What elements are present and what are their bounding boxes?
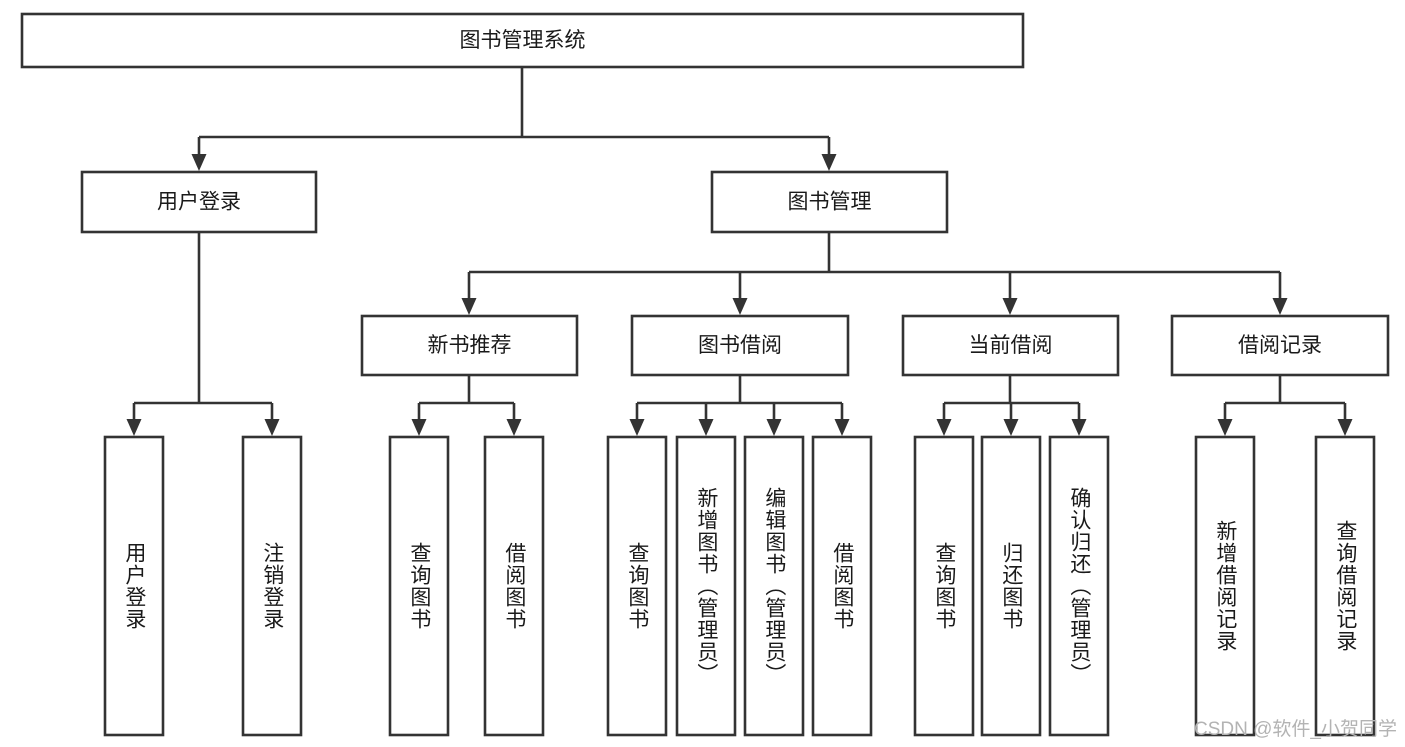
- node-root[interactable]: [20, 12, 1025, 69]
- edge-bookmanage-to-level3: [467, 232, 1282, 300]
- node-leaf-logout[interactable]: [241, 435, 303, 737]
- arrow-head-icon: [629, 419, 645, 436]
- boxes-layer: [20, 12, 1390, 737]
- node-leaf-query-book-current[interactable]: [913, 435, 975, 737]
- arrow-head-icon: [1337, 419, 1353, 436]
- node-leaf-query-record[interactable]: [1314, 435, 1376, 737]
- arrow-head-icon: [126, 419, 142, 436]
- edge-root-to-level2: [197, 67, 831, 156]
- arrow-head-icon: [1071, 419, 1087, 436]
- arrow-head-icon: [264, 419, 280, 436]
- node-leaf-user-login[interactable]: [103, 435, 165, 737]
- arrow-head-icon: [834, 419, 850, 436]
- node-leaf-query-book-rec[interactable]: [388, 435, 450, 737]
- edge-current-to-leaves: [942, 375, 1081, 421]
- node-leaf-confirm-return-admin[interactable]: [1048, 435, 1110, 737]
- arrow-head-icon: [1003, 419, 1019, 436]
- arrow-head-icon: [698, 419, 714, 436]
- arrow-head-icon: [936, 419, 952, 436]
- node-borrow-record-label: 借阅记录: [1238, 334, 1322, 357]
- node-book-manage[interactable]: [710, 170, 949, 234]
- arrow-head-icon: [411, 419, 427, 436]
- edge-borrow-to-leaves: [635, 375, 844, 421]
- edges-layer: [126, 67, 1353, 436]
- edge-record-to-leaves: [1223, 375, 1347, 421]
- arrow-head-icon: [766, 419, 782, 436]
- node-leaf-query-book-borrow[interactable]: [606, 435, 668, 737]
- node-user-login[interactable]: [80, 170, 318, 234]
- node-current-borrow[interactable]: [901, 314, 1120, 377]
- node-book-borrow-label: 图书借阅: [698, 334, 782, 357]
- arrow-head-icon: [732, 298, 748, 315]
- node-leaf-add-record[interactable]: [1194, 435, 1256, 737]
- watermark: CSDN @软件_小贺同学: [1194, 719, 1397, 740]
- edge-booklogin-to-leaves: [132, 232, 274, 421]
- node-user-login-label: 用户登录: [157, 191, 241, 214]
- node-root-label: 图书管理系统: [460, 29, 586, 52]
- arrow-head-icon: [461, 298, 477, 315]
- node-leaf-edit-book-admin[interactable]: [743, 435, 805, 737]
- node-book-borrow[interactable]: [630, 314, 850, 377]
- edge-recommend-to-leaves: [417, 375, 516, 421]
- arrow-head-icon: [1272, 298, 1288, 315]
- node-new-book-recommend[interactable]: [360, 314, 579, 377]
- node-leaf-borrow-book[interactable]: [811, 435, 873, 737]
- node-borrow-record[interactable]: [1170, 314, 1390, 377]
- arrow-head-icon: [1217, 419, 1233, 436]
- arrow-head-icon: [506, 419, 522, 436]
- arrow-head-icon: [1002, 298, 1018, 315]
- node-leaf-borrow-book-rec[interactable]: [483, 435, 545, 737]
- node-leaf-return-book[interactable]: [980, 435, 1042, 737]
- arrow-head-icon: [191, 154, 207, 171]
- node-leaf-add-book-admin[interactable]: [675, 435, 737, 737]
- node-current-borrow-label: 当前借阅: [969, 334, 1053, 357]
- node-new-book-recommend-label: 新书推荐: [428, 334, 512, 357]
- node-book-manage-label: 图书管理: [788, 191, 872, 214]
- arrow-head-icon: [821, 154, 837, 171]
